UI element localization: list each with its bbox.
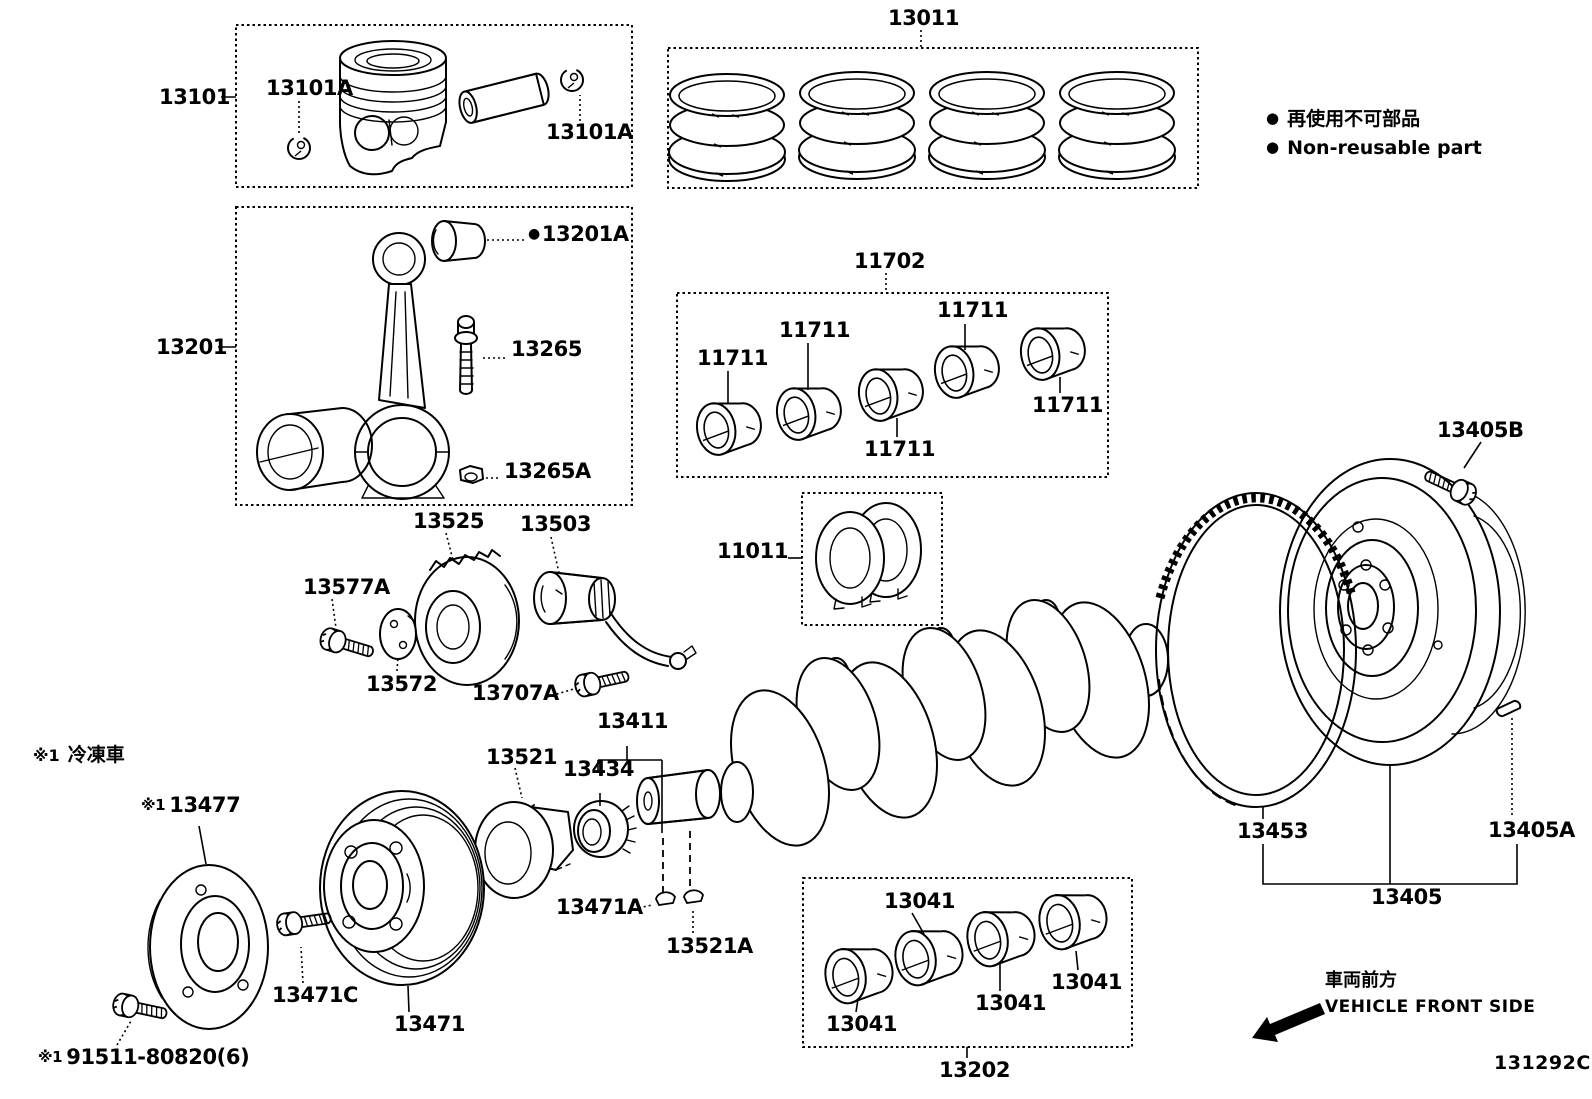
legend-text-en: Non-reusable part xyxy=(1287,137,1482,159)
bolt-13577a xyxy=(316,625,377,664)
vehicle-front-note: 車両前方 VEHICLE FRONT SIDE xyxy=(1325,968,1535,1020)
pin-13405a xyxy=(1497,701,1520,716)
rod-bolt xyxy=(455,316,477,394)
woodruff-key-13471a xyxy=(655,891,676,906)
small-end-bushing xyxy=(432,221,485,261)
woodruff-key-13521a xyxy=(683,889,704,904)
main-bearing-3 xyxy=(853,360,929,425)
vehicle-front-jp: 車両前方 xyxy=(1325,970,1397,991)
plate-13572 xyxy=(380,609,416,659)
box-thrust-washers xyxy=(802,493,942,625)
ring-gear-13453 xyxy=(1156,493,1356,807)
connecting-rod xyxy=(355,233,449,499)
rod-nut xyxy=(460,466,483,483)
crankshaft xyxy=(637,590,1168,858)
flywheel-13405 xyxy=(1280,459,1525,765)
pulley-13477 xyxy=(148,865,268,1029)
key-hidden-lines xyxy=(663,831,690,893)
box-main-bearings xyxy=(677,293,1108,477)
rod-bearing-shells xyxy=(257,408,372,490)
piston-ring-set-3 xyxy=(928,71,1046,180)
vehicle-front-en: VEHICLE FRONT SIDE xyxy=(1325,997,1536,1017)
vehicle-front-arrow xyxy=(1252,1003,1325,1042)
box-connecting-rod xyxy=(236,207,632,505)
bolt-13707a xyxy=(572,664,632,699)
crank-gear-13434 xyxy=(574,801,636,857)
piston-ring-set-1 xyxy=(668,73,786,182)
main-bearing-1 xyxy=(691,394,767,459)
piston-pin xyxy=(456,72,551,125)
main-bearing-2 xyxy=(771,379,847,444)
legend-row-en: ● Non-reusable part xyxy=(1266,133,1482,162)
oil-nozzle-13503 xyxy=(534,572,696,669)
rod-bearing-1 xyxy=(820,940,898,1008)
pulley-13471 xyxy=(320,791,484,985)
bolt-91511 xyxy=(110,991,170,1026)
main-bearing-5 xyxy=(1015,319,1091,384)
legend-text-jp: 再使用不可部品 xyxy=(1287,108,1421,130)
piston-pin-snap-ring-left xyxy=(287,136,311,160)
thrust-washers xyxy=(816,503,921,609)
non-reusable-dot-icon: ● xyxy=(1266,138,1280,156)
piston-pin-snap-ring-right xyxy=(560,68,584,92)
rod-bearing-4 xyxy=(1034,886,1112,954)
non-reusable-dot-icon: ● xyxy=(1266,109,1280,127)
piston-ring-set-2 xyxy=(798,71,916,180)
footnote-text: 冷凍車 xyxy=(67,744,125,766)
leader-lines xyxy=(117,30,1517,1058)
legend-row-jp: ● 再使用不可部品 xyxy=(1266,104,1482,133)
figure-code: 131292C xyxy=(1494,1052,1591,1074)
footnote-mark: ※1 xyxy=(33,746,60,765)
main-bearing-4 xyxy=(929,337,1005,402)
piston-ring-set-4 xyxy=(1058,71,1176,180)
box-piston xyxy=(236,25,632,187)
crank-pulser-13521 xyxy=(475,802,573,898)
piston xyxy=(340,41,446,174)
rod-bearing-3 xyxy=(962,903,1040,971)
rod-bearing-2 xyxy=(890,922,968,990)
legend: ● 再使用不可部品 ● Non-reusable part xyxy=(1266,104,1482,162)
footnote-refrigerated-vehicle: ※1 冷凍車 xyxy=(33,740,125,767)
box-piston-rings xyxy=(668,48,1198,188)
timing-gear-13525 xyxy=(415,550,519,685)
